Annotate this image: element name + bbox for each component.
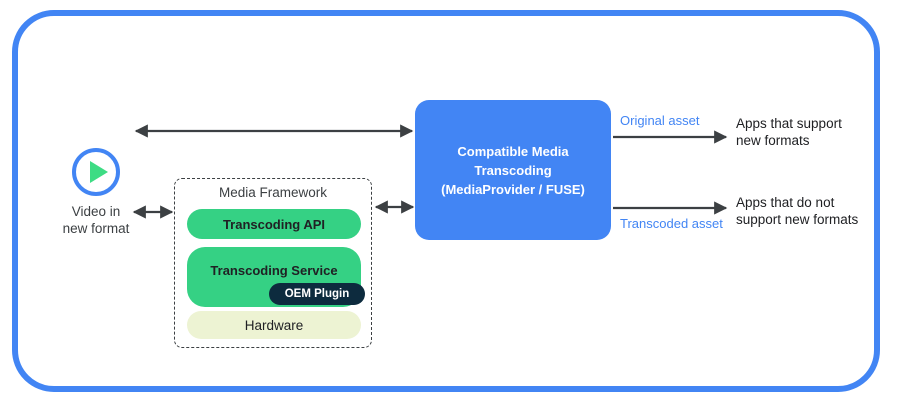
play-circle-icon <box>72 148 120 196</box>
video-source-node: Video in new format <box>48 148 144 237</box>
transcoded-asset-label: Transcoded asset <box>620 216 723 231</box>
play-triangle-icon <box>89 161 108 183</box>
apps-that-do-not-support-label: Apps that do not support new formats <box>736 195 859 227</box>
compatible-media-transcoding-box: Compatible Media Transcoding (MediaProvi… <box>415 100 611 240</box>
video-source-label: Video in new format <box>62 204 130 236</box>
transcoding-api-box: Transcoding API <box>187 209 361 239</box>
media-framework-group: Media Framework Transcoding API Transcod… <box>174 178 372 348</box>
oem-plugin-badge: OEM Plugin <box>269 283 365 305</box>
apps-that-support-label: Apps that support new formats <box>736 116 842 148</box>
media-framework-title: Media Framework <box>218 185 328 200</box>
original-asset-label: Original asset <box>620 113 700 128</box>
hardware-box: Hardware <box>187 311 361 339</box>
